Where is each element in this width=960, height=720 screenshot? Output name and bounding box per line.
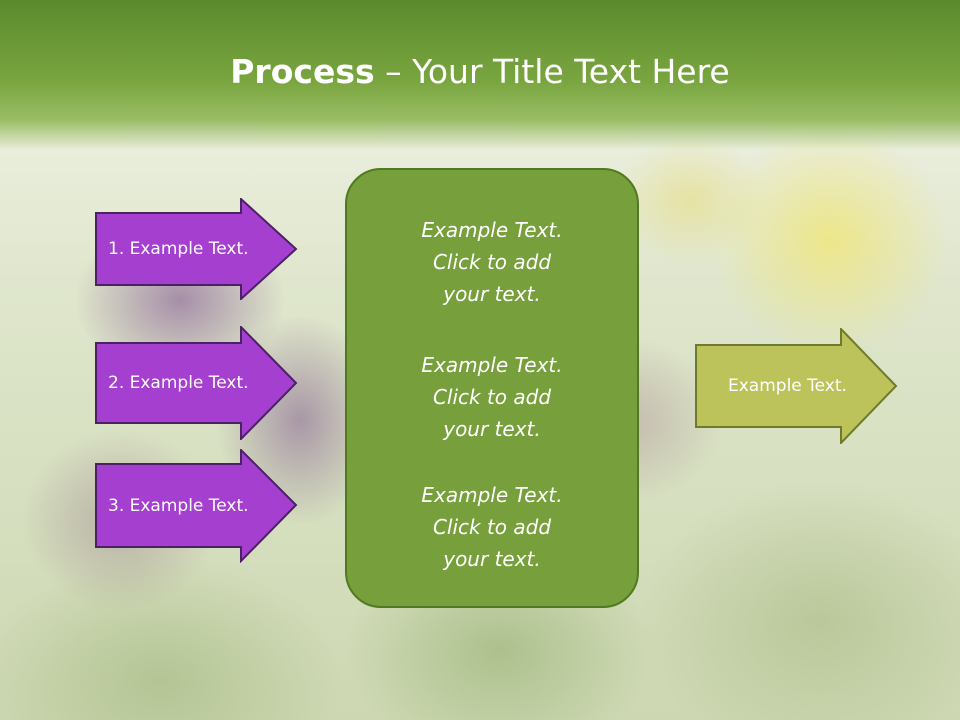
arrow-shape — [695, 328, 898, 444]
title-bar — [0, 0, 960, 150]
arrow-shape — [95, 326, 298, 440]
center-text-line: Example Text. — [421, 353, 563, 377]
process-arrow-3[interactable]: 3. Example Text. — [95, 449, 298, 563]
process-arrow-1[interactable]: 1. Example Text. — [95, 198, 298, 300]
arrow-label: 1. Example Text. — [108, 239, 249, 259]
arrow-shape — [95, 449, 298, 563]
process-arrow-2[interactable]: 2. Example Text. — [95, 326, 298, 440]
title-bold-part: Process — [230, 52, 375, 91]
arrow-label: 2. Example Text. — [108, 373, 249, 393]
center-text-item-3: Example Text. Click to add your text. — [347, 479, 637, 575]
center-text-line: Click to add — [432, 385, 552, 409]
arrow-label: Example Text. — [728, 376, 847, 396]
center-text-line: Click to add — [432, 250, 552, 274]
center-text-line: your text. — [443, 547, 541, 571]
title-regular-part: – Your Title Text Here — [374, 52, 730, 91]
center-text-line: your text. — [443, 417, 541, 441]
center-text-line: Example Text. — [421, 218, 563, 242]
center-text-line: Click to add — [432, 515, 552, 539]
arrow-shape — [95, 198, 298, 300]
center-text-box[interactable]: Example Text. Click to add your text. Ex… — [345, 168, 639, 608]
center-text-item-2: Example Text. Click to add your text. — [347, 349, 637, 445]
center-text-line: Example Text. — [421, 483, 563, 507]
result-arrow[interactable]: Example Text. — [695, 328, 898, 444]
center-text-line: your text. — [443, 282, 541, 306]
slide-title[interactable]: Process – Your Title Text Here — [0, 52, 960, 91]
center-text-item-1: Example Text. Click to add your text. — [347, 214, 637, 310]
arrow-label: 3. Example Text. — [108, 496, 249, 516]
